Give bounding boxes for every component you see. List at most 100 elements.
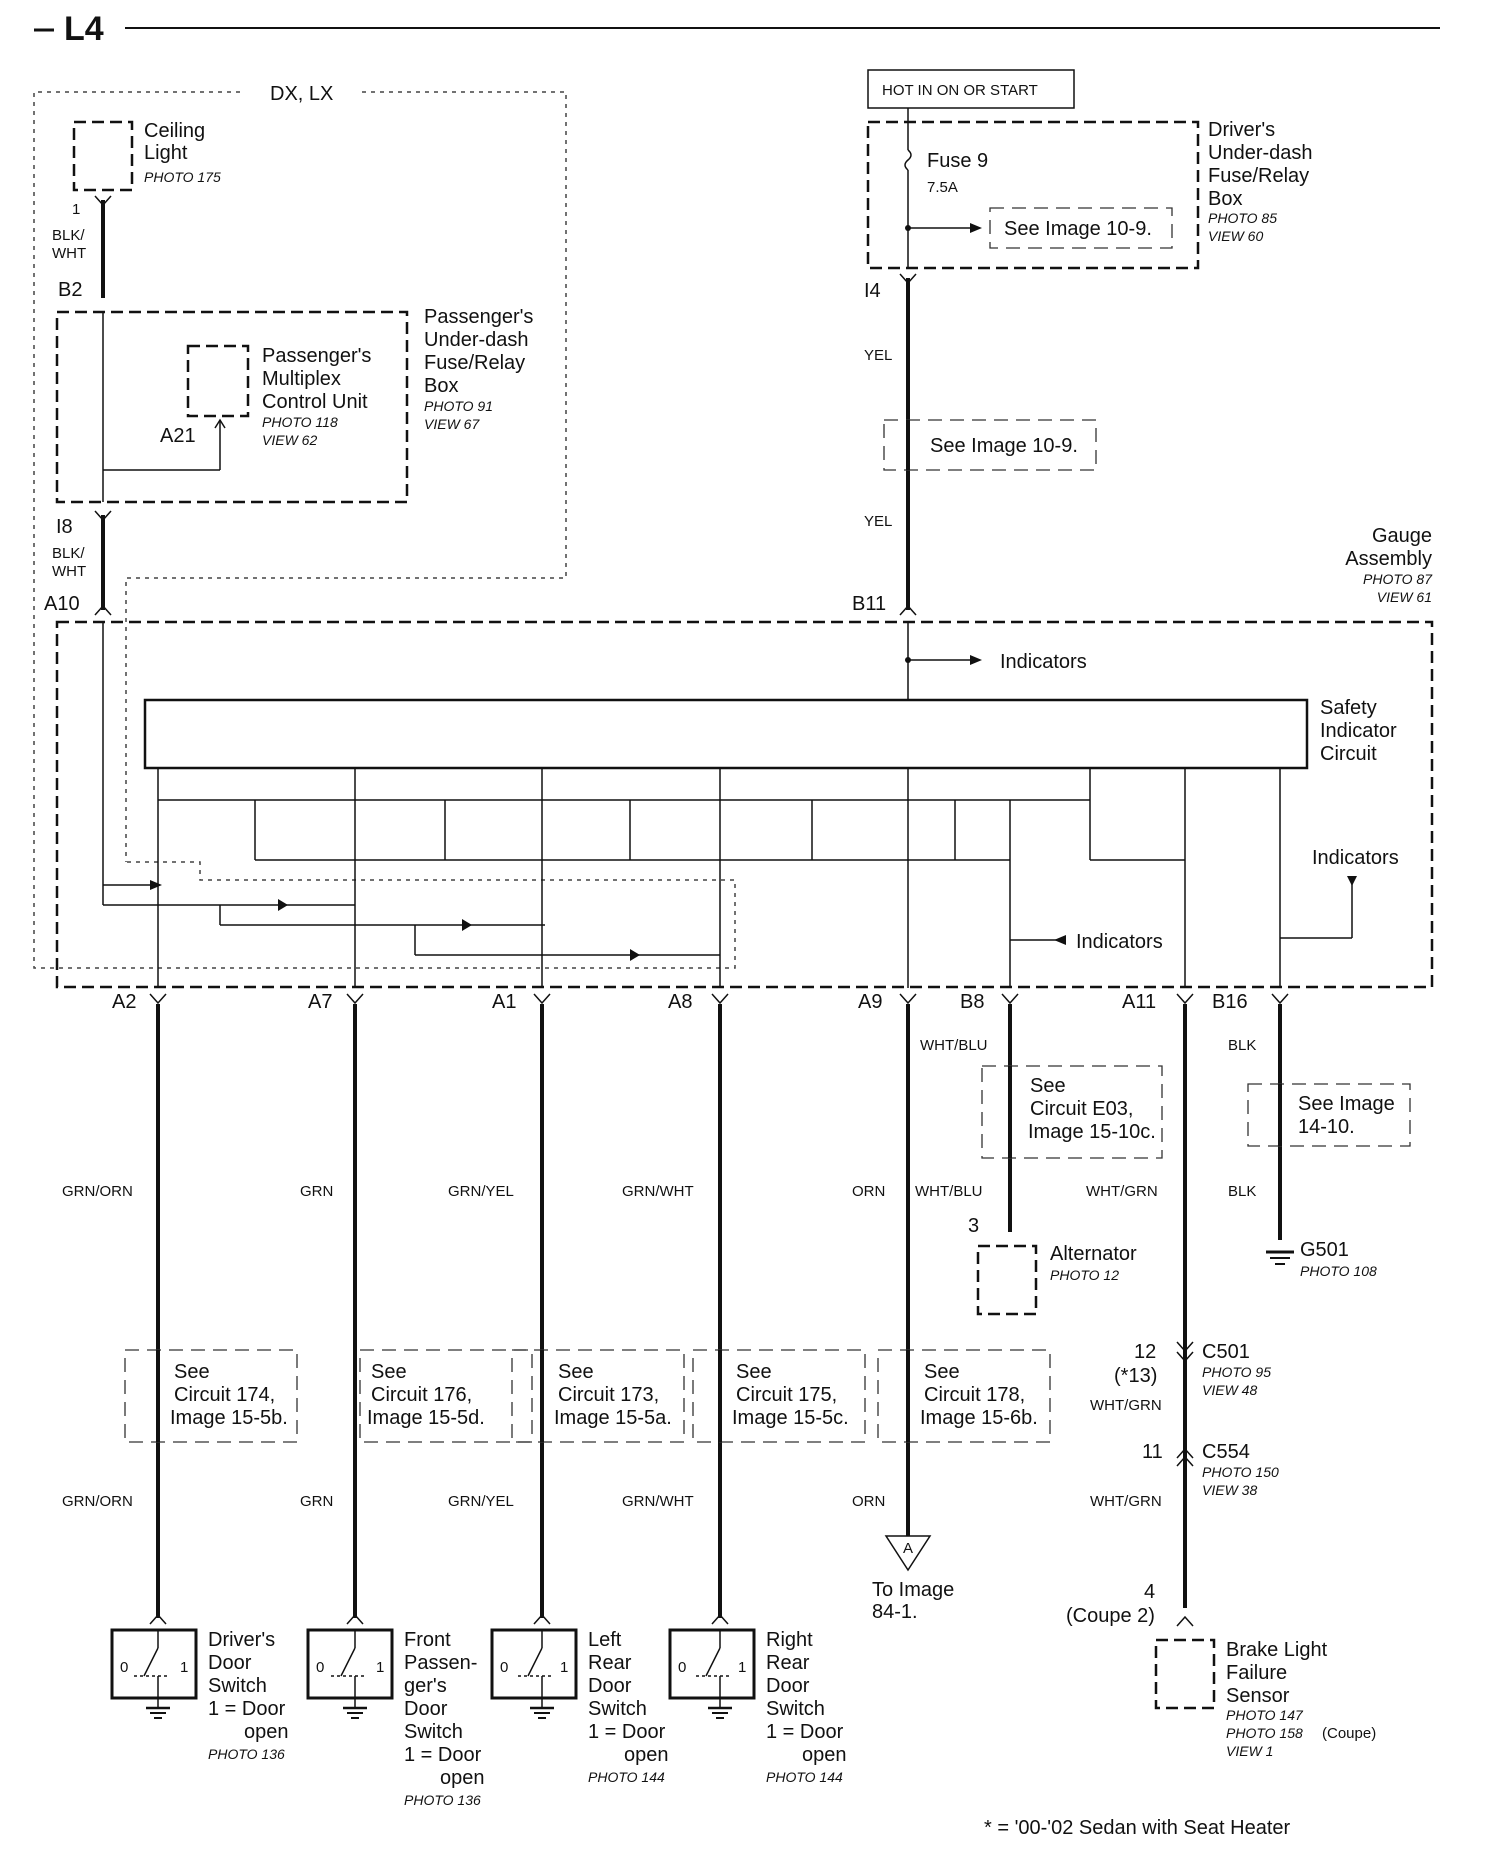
connector-symbol: [711, 993, 729, 1005]
multiplex-photo: PHOTO 118: [262, 414, 338, 430]
switch-photo: PHOTO 136: [404, 1792, 481, 1808]
brake-view: VIEW 1: [1226, 1743, 1273, 1759]
passenger-box-name-4: Box: [424, 375, 458, 397]
switch-lever-icon: [340, 1647, 356, 1677]
circuit-ref-line: Circuit 174,: [174, 1384, 275, 1406]
pin-a7: A7: [308, 991, 332, 1013]
circuit-ref-line: Circuit 176,: [371, 1384, 472, 1406]
page-id: L4: [64, 10, 104, 48]
b16-top-wire: BLK: [1228, 1037, 1256, 1054]
pin-b16: B16: [1212, 991, 1248, 1013]
ground-see-2: 14-10.: [1298, 1116, 1355, 1138]
pin-a2: A2: [112, 991, 136, 1013]
ground-name: G501: [1300, 1239, 1349, 1261]
c554-photo: PHOTO 150: [1202, 1464, 1279, 1480]
switch-name-line: Switch: [588, 1698, 647, 1720]
circuit-ref-line: Image 15-5b.: [170, 1407, 288, 1429]
to-image-2: 84-1.: [872, 1601, 918, 1623]
gauge-name-2: Assembly: [1345, 548, 1432, 570]
switch-name-line: Passen-: [404, 1652, 477, 1674]
switch-lever-icon: [705, 1647, 721, 1677]
drivers-fuse-box: HOT IN ON OR START Fuse 9 7.5A See Image…: [864, 69, 1313, 302]
door-switch-box: [306, 1628, 394, 1700]
switch-pin-1: 1: [180, 1659, 188, 1676]
drivers-box-name-3: Fuse/Relay: [1208, 165, 1309, 187]
connector-symbol: [346, 993, 364, 1005]
c501-name: C501: [1202, 1341, 1250, 1363]
switch-pin-1: 1: [376, 1659, 384, 1676]
ceiling-light-box: [72, 120, 134, 192]
door-switch-box: [490, 1628, 578, 1700]
connectors-c501-c554: 12 (*13) C501 PHOTO 95 VIEW 48 WHT/GRN 1…: [1090, 1341, 1279, 1510]
wire-label-mid: GRN/WHT: [622, 1183, 694, 1200]
fuse-symbol: [904, 149, 912, 171]
brake-name-3: Sensor: [1226, 1685, 1290, 1707]
ceiling-light: Ceiling Light PHOTO 175 1 BLK/ WHT: [52, 120, 221, 298]
wire-label-low: GRN: [300, 1493, 333, 1510]
circuit-ref-line: Image 15-5c.: [732, 1407, 849, 1429]
pin-a11: A11: [1122, 991, 1156, 1013]
switch-pin-1: 1: [560, 1659, 568, 1676]
switch-name-line: Left: [588, 1629, 622, 1651]
dx-lx-label: DX, LX: [270, 83, 333, 105]
switch-name-line: Door: [404, 1698, 448, 1720]
offpage-letter: A: [903, 1540, 913, 1557]
multiplex-box: [186, 344, 250, 418]
passenger-box-wire-1: BLK/: [52, 545, 85, 562]
gauge-outline: [55, 620, 1434, 989]
passenger-box-view: VIEW 67: [424, 416, 480, 432]
ceiling-light-wire-1: BLK/: [52, 227, 85, 244]
alternator-pin: 3: [968, 1215, 979, 1237]
fuse-rating: 7.5A: [927, 179, 958, 196]
c501-wire: WHT/GRN: [1090, 1397, 1162, 1414]
switch-name-line: open: [624, 1744, 669, 1766]
passenger-box-photo: PHOTO 91: [424, 398, 493, 414]
switch-name-line: 1 = Door: [404, 1744, 482, 1766]
ceiling-light-photo: PHOTO 175: [144, 169, 221, 185]
brake-photo2: PHOTO 158: [1226, 1725, 1303, 1741]
wire-label-mid: GRN: [300, 1183, 333, 1200]
wire-label-mid: WHT/GRN: [1086, 1183, 1158, 1200]
passenger-box-name-2: Under-dash: [424, 329, 529, 351]
connector-symbol: [1271, 993, 1289, 1005]
connector-symbol: [94, 195, 112, 207]
alternator-photo: PHOTO 12: [1050, 1267, 1119, 1283]
c501-view: VIEW 48: [1202, 1382, 1257, 1398]
gauge-view: VIEW 61: [1377, 589, 1432, 605]
circuit-ref-line: Circuit 175,: [736, 1384, 837, 1406]
wire-label-mid: BLK: [1228, 1183, 1256, 1200]
b8-top-wire: WHT/BLU: [920, 1037, 988, 1054]
circuit-ref-line: See: [371, 1361, 407, 1383]
wire-label-low: GRN/ORN: [62, 1493, 133, 1510]
multiplex-name-3: Control Unit: [262, 391, 368, 413]
footnote: * = '00-'02 Sedan with Seat Heater: [984, 1817, 1291, 1839]
circuit-ref-line: Circuit 178,: [924, 1384, 1025, 1406]
circuit-ref-line: See: [736, 1361, 772, 1383]
drivers-box-outline: [866, 120, 1200, 270]
gauge-assembly: Gauge Assembly PHOTO 87 VIEW 61 A10 B11 …: [44, 525, 1434, 989]
pin-b2: B2: [58, 279, 82, 301]
brake-photo: PHOTO 147: [1226, 1707, 1304, 1723]
wire-label-low: GRN/YEL: [448, 1493, 514, 1510]
multiplex-name-2: Multiplex: [262, 368, 341, 390]
dx-lx-enclosure: DX, LX: [33, 83, 736, 969]
wire-label-mid: ORN: [852, 1183, 885, 1200]
safety-name-1: Safety: [1320, 697, 1377, 719]
ground-g501: BLK See Image 14-10. G501 PHOTO 108: [1228, 1037, 1411, 1279]
brake-sensor-box: [1154, 1638, 1216, 1710]
pin-i8: I8: [56, 516, 73, 538]
switch-pin-0: 0: [316, 1659, 324, 1676]
drivers-see-box: [989, 207, 1173, 249]
alt-see-box: [981, 1065, 1163, 1159]
switch-name-line: Switch: [208, 1675, 267, 1697]
switch-name-line: open: [244, 1721, 289, 1743]
to-image-1: To Image: [872, 1579, 954, 1601]
switch-name-line: open: [802, 1744, 847, 1766]
fuse-9-label: Fuse 9: [927, 150, 988, 172]
pin-b11: B11: [852, 593, 886, 615]
pin-b8: B8: [960, 991, 984, 1013]
wire-label-low: ORN: [852, 1493, 885, 1510]
switch-name-line: ger's: [404, 1675, 447, 1697]
